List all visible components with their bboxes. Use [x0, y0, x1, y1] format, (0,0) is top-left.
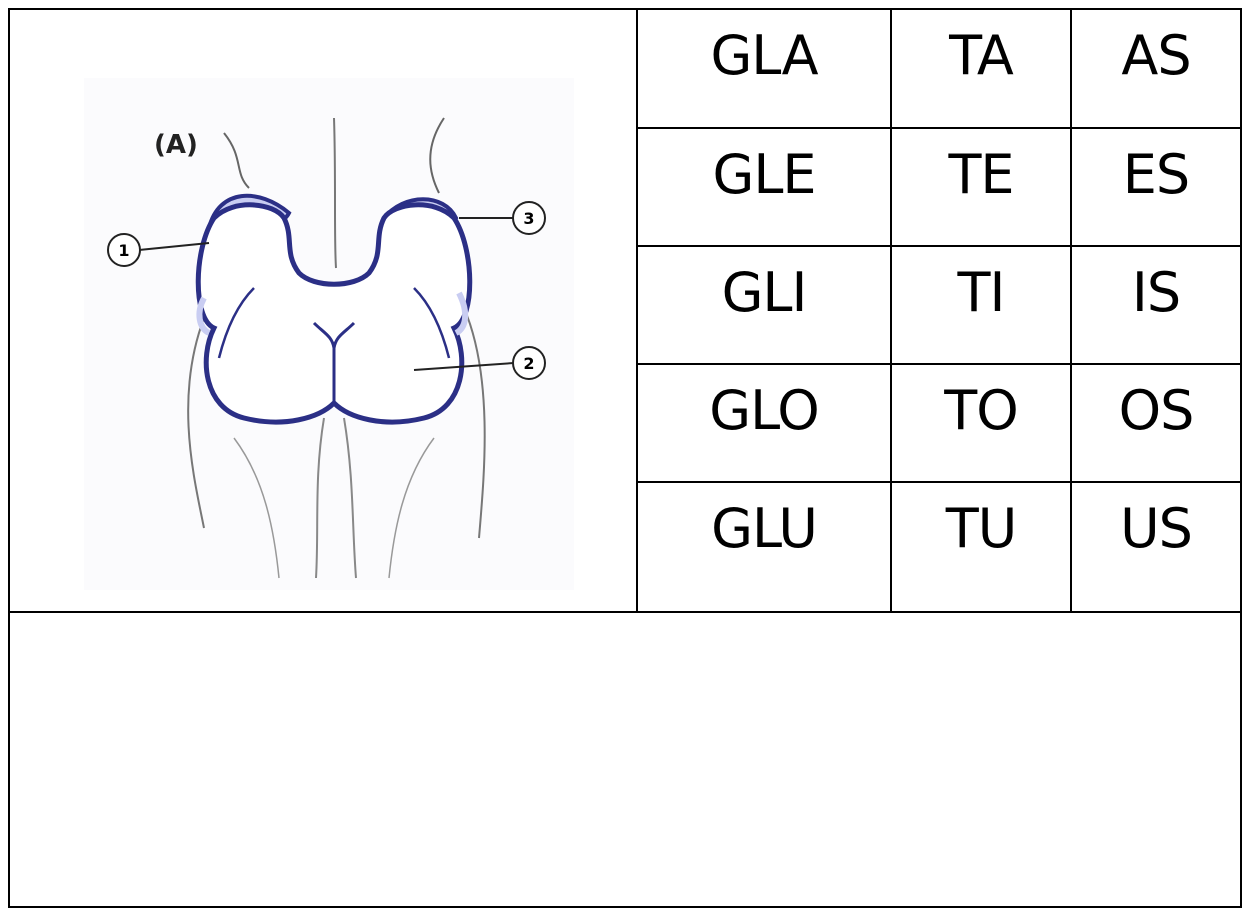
callout-1-label: 1: [118, 241, 129, 260]
syllable-cell: TU: [945, 497, 1018, 560]
syllable-cell: US: [1120, 497, 1193, 560]
syllable-grid: GLA TA AS GLE TE ES GLI TI IS GLO TO OS …: [638, 10, 1240, 611]
grid-divider: [890, 10, 892, 611]
syllable-cell: GLA: [710, 24, 818, 87]
panel-label: (A): [154, 130, 198, 160]
grid-divider: [638, 245, 1240, 247]
syllable-cell: TE: [948, 143, 1014, 206]
syllable-cell: IS: [1131, 261, 1181, 324]
syllable-cell: TA: [949, 24, 1014, 87]
top-row: 1 3 2 (A) GLA TA AS GLE TE ES GLI TI IS: [10, 10, 1240, 613]
syllable-cell: GLE: [712, 143, 816, 206]
syllable-cell: GLU: [711, 497, 818, 560]
answer-area: [10, 613, 1240, 908]
syllable-cell: AS: [1121, 24, 1191, 87]
callout-3-icon: [512, 201, 546, 235]
syllable-cell: OS: [1118, 379, 1195, 442]
figure-cell: 1 3 2 (A): [10, 10, 638, 611]
callout-2-label: 2: [523, 354, 534, 373]
grid-divider: [638, 481, 1240, 483]
worksheet-table: 1 3 2 (A) GLA TA AS GLE TE ES GLI TI IS: [8, 8, 1242, 908]
grid-divider: [638, 127, 1240, 129]
callout-2-icon: [512, 346, 546, 380]
grid-divider: [1070, 10, 1072, 611]
grid-divider: [638, 363, 1240, 365]
syllable-cell: TI: [957, 261, 1006, 324]
callout-3-label: 3: [523, 209, 534, 228]
syllable-cell: ES: [1122, 143, 1190, 206]
glands-drawing: 1 3 2 (A): [107, 117, 546, 579]
syllable-cell: TO: [944, 379, 1019, 442]
anatomy-illustration: 1 3 2 (A): [84, 78, 574, 590]
syllable-cell: GLO: [709, 379, 820, 442]
syllable-cell: GLI: [721, 261, 808, 324]
callout-1-icon: [107, 233, 141, 267]
